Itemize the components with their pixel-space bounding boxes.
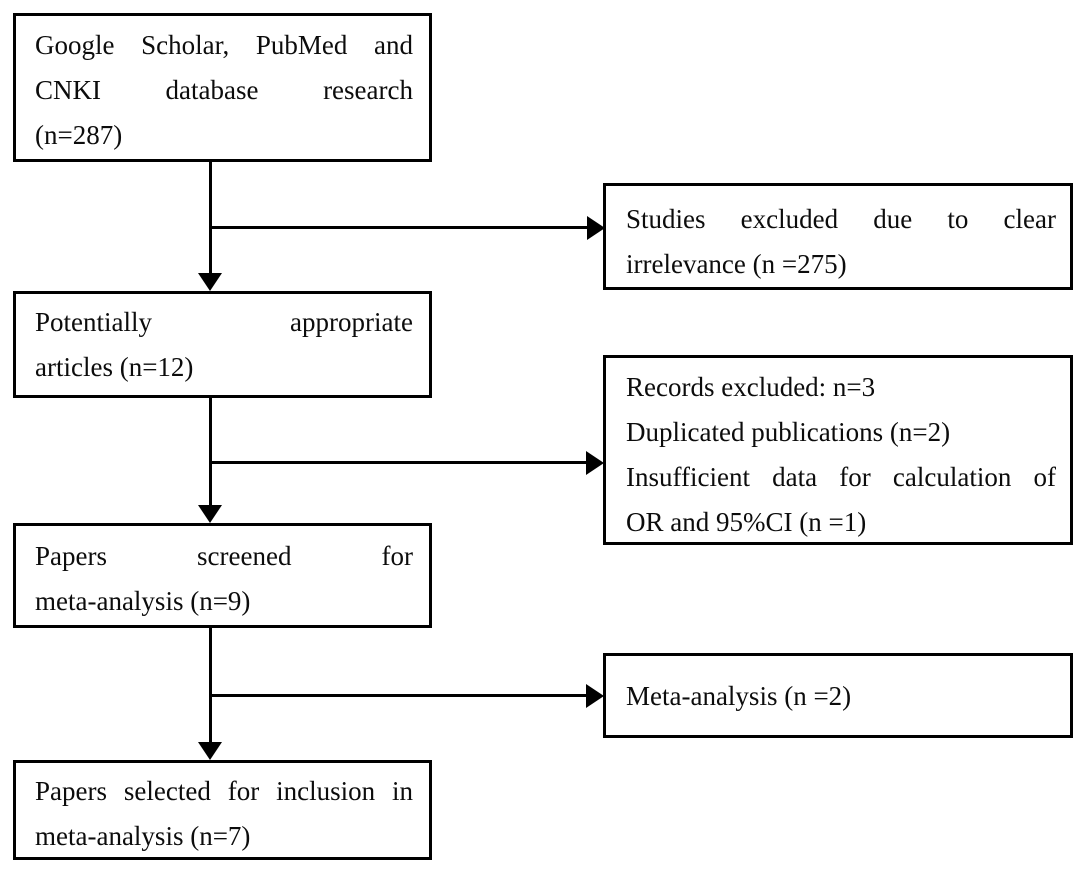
arrowhead-right-icon [586,451,604,475]
arrowhead-right-icon [586,684,604,708]
connector-branch-irrelevance [210,226,588,229]
arrowhead-down-icon [198,273,222,291]
box-excluded-irrelevance: Studies excluded due to clear irrelevanc… [603,183,1073,290]
box-text-line: Records excluded: n=3 [626,372,876,402]
box-text-line: Google Scholar, PubMed and [35,30,413,60]
box-text-line: meta-analysis (n=7) [35,821,251,851]
box-text-line: OR and 95%CI (n =1) [626,507,867,537]
box-text-line: meta-analysis (n=9) [35,586,251,616]
connector-branch-records [210,461,587,464]
arrowhead-down-icon [198,742,222,760]
box-text-line: articles (n=12) [35,352,194,382]
box-potentially-appropriate: Potentially appropriate articles (n=12) [13,291,432,398]
connector-screened-to-selected [209,628,212,744]
arrowhead-right-icon [587,216,605,240]
box-text-line: Meta-analysis (n =2) [626,681,852,711]
box-records-excluded: Records excluded: n=3 Duplicated publica… [603,355,1073,545]
box-meta-analysis-excluded: Meta-analysis (n =2) [603,653,1073,738]
box-text-line: Papers screened for [35,541,413,571]
connector-search-to-appropriate [209,162,212,276]
box-text-line: Insufficient data for calculation of [626,462,1056,492]
box-papers-screened: Papers screened for meta-analysis (n=9) [13,523,432,628]
box-text-line: irrelevance (n =275) [626,249,847,279]
box-text-line: Papers selected for inclusion in [35,776,413,806]
box-text-line: (n=287) [35,120,123,150]
box-papers-selected: Papers selected for inclusion in meta-an… [13,760,432,860]
box-text-line: Potentially appropriate [35,307,413,337]
box-database-search: Google Scholar, PubMed and CNKI database… [13,13,432,162]
connector-appropriate-to-screened [209,398,212,507]
box-text-line: Studies excluded due to clear [626,204,1056,234]
box-text-line: CNKI database research [35,75,413,105]
box-text-line: Duplicated publications (n=2) [626,417,951,447]
arrowhead-down-icon [198,505,222,523]
connector-branch-metaanalysis [210,694,587,697]
